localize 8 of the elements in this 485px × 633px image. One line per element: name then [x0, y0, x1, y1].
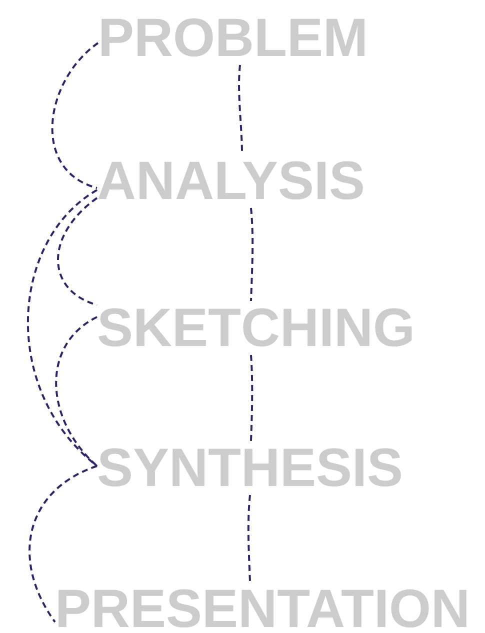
dashed-connector — [55, 316, 98, 467]
dashed-connector — [250, 354, 254, 442]
dashed-connector — [57, 197, 98, 306]
dashed-connector — [250, 208, 254, 302]
dashed-connector — [28, 465, 98, 623]
dashed-connector — [27, 189, 98, 467]
dashed-connector — [247, 494, 251, 582]
dashed-connector — [52, 42, 99, 189]
